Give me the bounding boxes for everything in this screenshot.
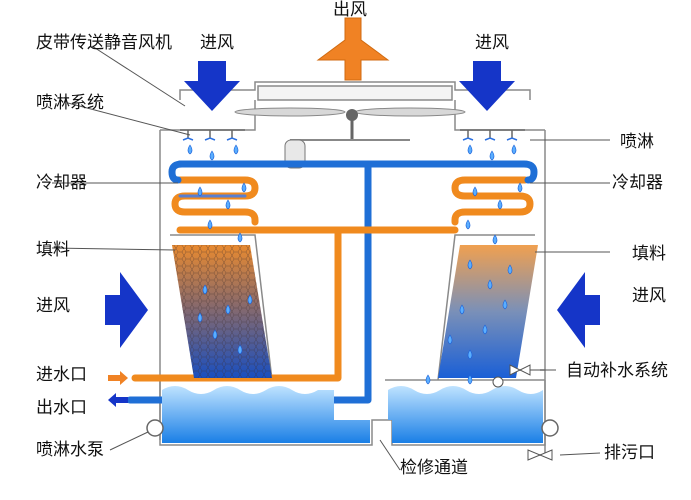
makeup-pump-icon bbox=[541, 419, 559, 437]
label-access: 检修通道 bbox=[400, 458, 468, 478]
label-spray-system: 喷淋系统 bbox=[36, 93, 104, 113]
float-ball-icon bbox=[492, 376, 504, 388]
label-air-in-left: 进风 bbox=[36, 296, 70, 316]
air-in-arrow-right bbox=[557, 272, 600, 348]
makeup-valve-icon bbox=[509, 364, 531, 376]
label-air-in-right: 进风 bbox=[632, 286, 666, 306]
label-air-out: 出风 bbox=[333, 0, 367, 20]
air-in-arrow-top-right bbox=[459, 61, 515, 111]
label-spray-right: 喷淋 bbox=[620, 132, 654, 152]
cooler-coil-right bbox=[451, 160, 538, 226]
label-auto-makeup: 自动补水系统 bbox=[566, 361, 668, 381]
label-cooler-left: 冷却器 bbox=[36, 173, 87, 193]
air-in-arrow-left bbox=[105, 272, 148, 348]
label-water-outlet: 出水口 bbox=[36, 398, 87, 418]
leader-lines bbox=[51, 45, 610, 471]
label-spray-pump: 喷淋水泵 bbox=[36, 440, 104, 460]
label-fill-left: 填料 bbox=[36, 240, 70, 260]
fill-media-left bbox=[172, 245, 272, 378]
label-air-in-top-left: 进风 bbox=[200, 33, 234, 53]
water-basin bbox=[162, 386, 543, 443]
label-water-inlet: 进水口 bbox=[36, 365, 87, 385]
label-cooler-right: 冷却器 bbox=[612, 173, 663, 193]
label-fill-right: 填料 bbox=[632, 244, 666, 264]
fan bbox=[234, 107, 466, 169]
cooler-coil-left bbox=[168, 160, 259, 226]
water-inlet-arrow-icon bbox=[108, 371, 128, 385]
label-drain: 排污口 bbox=[604, 443, 655, 463]
spray-pump-icon bbox=[146, 419, 164, 437]
spray-nozzles-left bbox=[180, 129, 245, 141]
fill-media-right bbox=[438, 245, 538, 378]
label-belt-fan: 皮带传送静音风机 bbox=[36, 33, 172, 53]
water-outlet-arrow-icon bbox=[108, 393, 128, 407]
drain-valve-icon bbox=[527, 449, 553, 461]
spray-nozzles-right bbox=[460, 129, 525, 141]
air-out-arrow bbox=[316, 17, 390, 81]
air-in-arrow-top-left bbox=[184, 61, 240, 111]
label-air-in-top-right: 进风 bbox=[475, 33, 509, 53]
